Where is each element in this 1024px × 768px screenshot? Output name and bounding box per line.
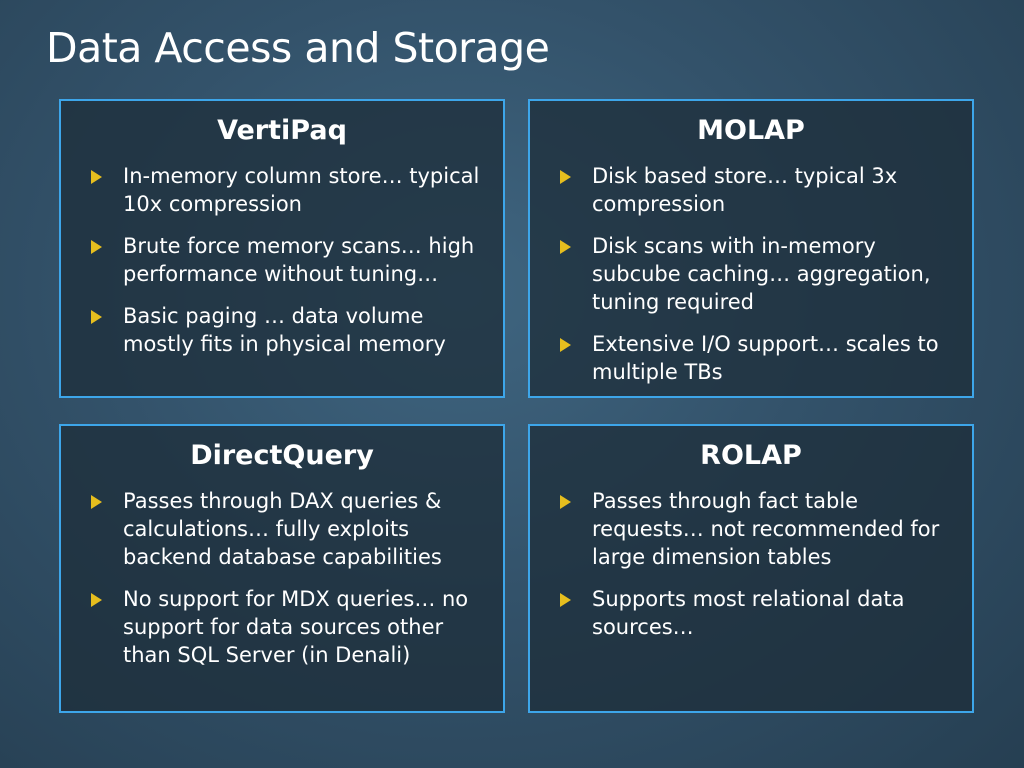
vertipaq-box: VertiPaq In-memory column store… typical… <box>59 99 505 398</box>
bullet-text: Basic paging … data volume mostly fits i… <box>123 304 446 356</box>
bullet-arrow-icon <box>560 495 571 509</box>
bullet-text: Disk scans with in-memory subcube cachin… <box>592 234 931 314</box>
vertipaq-bullet-list: In-memory column store… typical 10x comp… <box>61 162 503 358</box>
vertipaq-bullet-2: Brute force memory scans… high performan… <box>61 232 503 288</box>
bullet-arrow-icon <box>560 240 571 254</box>
directquery-box: DirectQuery Passes through DAX queries &… <box>59 424 505 713</box>
molap-bullet-3: Extensive I/O support… scales to multipl… <box>530 330 972 386</box>
molap-bullet-1: Disk based store… typical 3x compression <box>530 162 972 218</box>
bullet-arrow-icon <box>91 593 102 607</box>
slide-title: Data Access and Storage <box>46 24 550 72</box>
bullet-arrow-icon <box>560 170 571 184</box>
bullet-arrow-icon <box>91 310 102 324</box>
molap-bullet-2: Disk scans with in-memory subcube cachin… <box>530 232 972 316</box>
directquery-bullet-1: Passes through DAX queries & calculation… <box>61 487 503 571</box>
bullet-text: In-memory column store… typical 10x comp… <box>123 164 480 216</box>
rolap-bullet-2: Supports most relational data sources… <box>530 585 972 641</box>
directquery-heading: DirectQuery <box>190 440 374 471</box>
bullet-text: Passes through fact table requests… not … <box>592 489 940 569</box>
molap-heading: MOLAP <box>697 115 805 146</box>
vertipaq-heading: VertiPaq <box>217 115 347 146</box>
bullet-text: Extensive I/O support… scales to multipl… <box>592 332 939 384</box>
bullet-text: Supports most relational data sources… <box>592 587 905 639</box>
vertipaq-bullet-3: Basic paging … data volume mostly fits i… <box>61 302 503 358</box>
bullet-arrow-icon <box>91 170 102 184</box>
bullet-arrow-icon <box>91 240 102 254</box>
directquery-bullet-list: Passes through DAX queries & calculation… <box>61 487 503 669</box>
bullet-arrow-icon <box>560 338 571 352</box>
bullet-arrow-icon <box>91 495 102 509</box>
bullet-text: Brute force memory scans… high performan… <box>123 234 475 286</box>
bullet-text: Passes through DAX queries & calculation… <box>123 489 442 569</box>
rolap-heading: ROLAP <box>700 440 802 471</box>
directquery-bullet-2: No support for MDX queries… no support f… <box>61 585 503 669</box>
rolap-bullet-1: Passes through fact table requests… not … <box>530 487 972 571</box>
rolap-bullet-list: Passes through fact table requests… not … <box>530 487 972 641</box>
rolap-box: ROLAP Passes through fact table requests… <box>528 424 974 713</box>
vertipaq-bullet-1: In-memory column store… typical 10x comp… <box>61 162 503 218</box>
molap-box: MOLAP Disk based store… typical 3x compr… <box>528 99 974 398</box>
bullet-text: No support for MDX queries… no support f… <box>123 587 469 667</box>
bullet-text: Disk based store… typical 3x compression <box>592 164 898 216</box>
bullet-arrow-icon <box>560 593 571 607</box>
molap-bullet-list: Disk based store… typical 3x compression… <box>530 162 972 386</box>
